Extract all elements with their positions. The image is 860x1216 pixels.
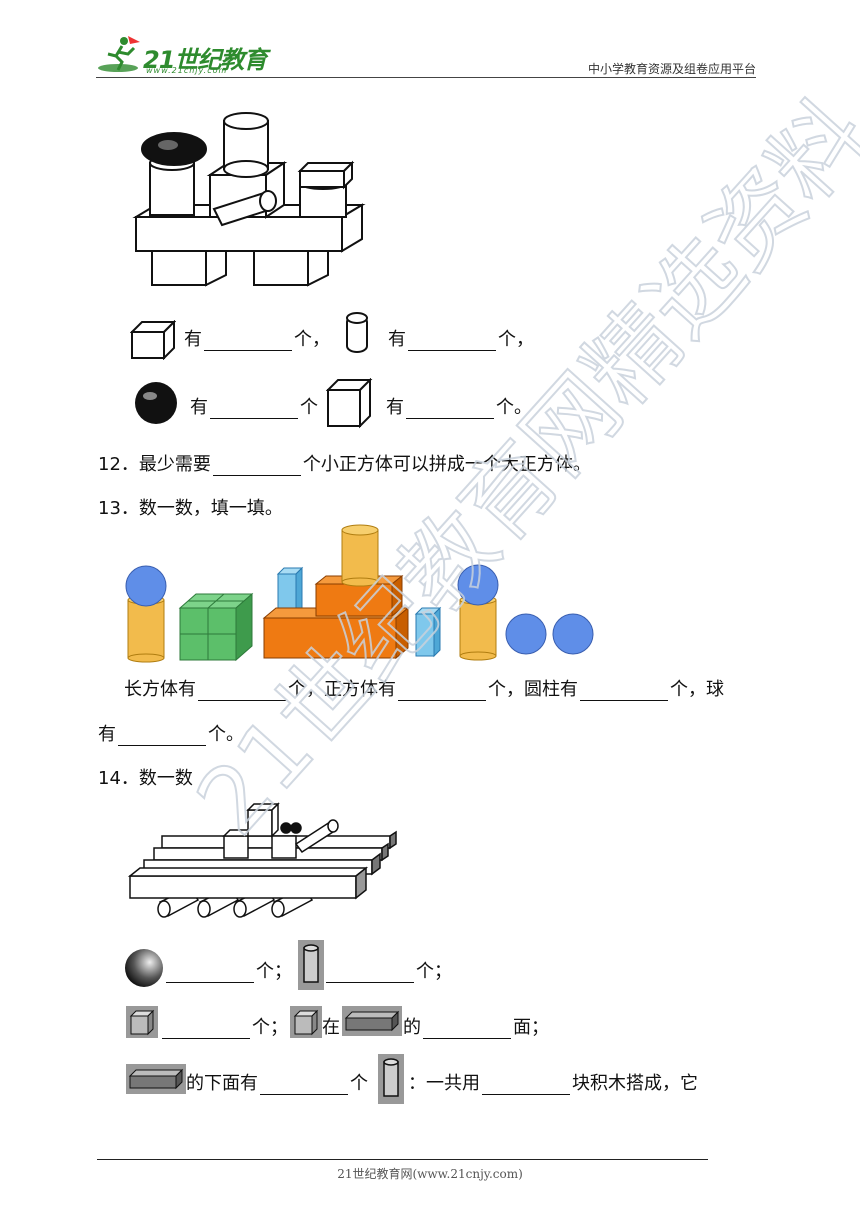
q14-text: 个 [350, 1073, 368, 1094]
answer-blank[interactable] [260, 1076, 348, 1095]
question-number: 14． [98, 768, 139, 789]
q11-label: 有 [184, 329, 202, 350]
small-cube-icon [126, 1006, 158, 1038]
long-bar-icon [126, 1064, 186, 1094]
answer-blank[interactable] [204, 332, 292, 351]
question-number: 13． [98, 498, 139, 519]
q13-text: 有 [98, 724, 116, 745]
q11-unit: 个， [294, 329, 330, 350]
q14-row2-b: 的 面； [403, 1013, 549, 1039]
header-divider [96, 77, 756, 78]
question-title: 数一数，填一填。 [138, 498, 283, 519]
logo-text: 21世纪教育 [143, 46, 267, 74]
cylinder-gray-icon [378, 1054, 404, 1104]
q11-row1-a: 有 个， [184, 325, 330, 351]
q11-label: 有 [388, 329, 406, 350]
q12-text-before: 最少需要 [138, 454, 211, 475]
small-cube-icon [290, 1006, 322, 1038]
block-train-figure [127, 802, 397, 918]
q14-row3-a: 的下面有 个 [186, 1069, 368, 1095]
q11-unit: 个。 [496, 397, 532, 418]
q13-text: 个，正方体有 [288, 679, 396, 700]
cube-icon [326, 378, 373, 429]
sphere-icon [135, 382, 177, 424]
q11-unit: 个 [300, 397, 318, 418]
logo-url: www.21cnjy.com [146, 66, 228, 75]
block-structure-figure [132, 112, 366, 287]
q14-text: 块积木搭成，它 [572, 1073, 698, 1094]
footer-divider [97, 1159, 708, 1160]
q11-label: 有 [386, 397, 404, 418]
platform-name: 中小学教育资源及组卷应用平台 [587, 62, 756, 76]
answer-blank[interactable] [398, 682, 486, 701]
cuboid-icon [130, 320, 176, 360]
q14-text: ：一共用 [408, 1073, 480, 1094]
q11-row2-b: 有 个。 [386, 393, 532, 419]
q14-unit: 个； [256, 961, 292, 982]
q13-line1: 长方体有 个，正方体有 个，圆柱有 个，球 [124, 675, 724, 701]
runner-logo-icon [98, 36, 140, 72]
q13-text: 个。 [208, 724, 244, 745]
sphere-shaded-icon [125, 949, 163, 987]
colored-solids-figure [125, 524, 594, 663]
answer-blank[interactable] [212, 457, 301, 476]
question-13: 13．数一数，填一填。 [98, 494, 283, 520]
cylinder-icon [346, 312, 368, 353]
answer-blank[interactable] [406, 400, 494, 419]
q14-text: 的下面有 [186, 1073, 258, 1094]
answer-blank[interactable] [580, 682, 668, 701]
answer-blank[interactable] [326, 964, 414, 983]
question-title: 数一数 [138, 768, 193, 789]
q11-row2-a: 有个 [190, 393, 318, 419]
q11-unit: 个， [498, 329, 534, 350]
footer-text: 21世纪教育网(www.21cnjy.com) [337, 1167, 523, 1181]
question-14: 14．数一数 [98, 764, 193, 790]
q11-row1-b: 有 个， [388, 325, 534, 351]
q13-line2: 有 个。 [98, 720, 244, 746]
q13-text: 个，圆柱有 [488, 679, 578, 700]
q14-in: 在 [322, 1017, 340, 1038]
answer-blank[interactable] [210, 400, 298, 419]
answer-blank[interactable] [198, 682, 286, 701]
long-bar-icon [342, 1006, 402, 1036]
answer-blank[interactable] [166, 964, 254, 983]
q13-text: 长方体有 [124, 679, 196, 700]
q14-text: 的 [403, 1017, 421, 1038]
answer-blank[interactable] [482, 1076, 570, 1095]
q12-text-after: 个小正方体可以拼成一个大正方体。 [302, 454, 591, 475]
answer-blank[interactable] [118, 727, 206, 746]
answer-blank[interactable] [408, 332, 496, 351]
q13-text: 个，球 [670, 679, 724, 700]
cylinder-gray-icon [298, 940, 324, 990]
question-12: 12．最少需要 个小正方体可以拼成一个大正方体。 [98, 450, 591, 476]
q14-text: 面； [513, 1017, 549, 1038]
question-number: 12． [98, 454, 139, 475]
q11-label: 有 [190, 397, 208, 418]
q14-row2-a: 个； [160, 1013, 288, 1039]
q14-row3-b: ：一共用 块积木搭成，它 [408, 1069, 698, 1095]
q14-row1-a: 个； [164, 957, 292, 983]
answer-blank[interactable] [423, 1020, 511, 1039]
q14-unit: 个； [416, 961, 452, 982]
q14-row1-b: 个； [324, 957, 452, 983]
answer-blank[interactable] [162, 1020, 250, 1039]
q14-unit: 个； [252, 1017, 288, 1038]
